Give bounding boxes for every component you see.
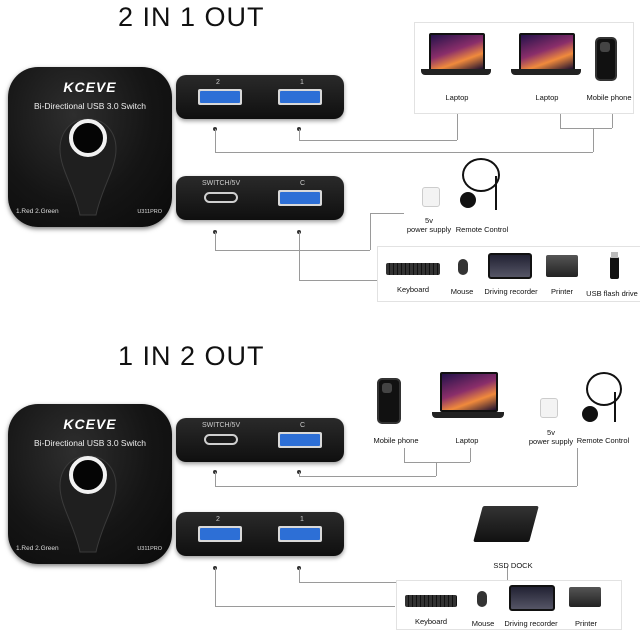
ssd-dock-icon bbox=[473, 506, 539, 542]
usb-c-port[interactable] bbox=[204, 434, 238, 445]
peripheral-label: Keyboard bbox=[414, 617, 448, 626]
usb-a-module: 2 1 bbox=[176, 512, 344, 556]
remote-button-icon[interactable] bbox=[582, 406, 598, 422]
switch-subtitle: Bi-Directional USB 3.0 Switch bbox=[34, 438, 146, 448]
section2-title: 1 IN 2 OUT bbox=[118, 341, 265, 371]
remote-control-label: Remote Control bbox=[455, 225, 509, 234]
mouse-icon bbox=[458, 259, 468, 275]
peripherals-panel: Keyboard Mouse Driving recorder Printer bbox=[396, 580, 622, 630]
usb-c-module: SWITCH/5V C bbox=[176, 176, 344, 220]
usb-port-c[interactable] bbox=[278, 432, 322, 448]
peripherals-panel: Keyboard Mouse Driving recorder Printer … bbox=[377, 246, 640, 302]
device-label: Mobile phone bbox=[373, 436, 419, 445]
power-adapter-icon bbox=[422, 187, 440, 207]
device-label: Laptop bbox=[445, 93, 469, 102]
hosts-panel: Laptop Laptop Mobile phone bbox=[414, 22, 634, 114]
remote-cable-icon bbox=[462, 158, 500, 192]
switch-button[interactable] bbox=[69, 456, 107, 494]
device-label: Mobile phone bbox=[586, 93, 632, 102]
laptop-icon bbox=[519, 33, 575, 71]
peripheral-label: USB flash drive bbox=[586, 289, 638, 298]
keyboard-icon bbox=[386, 263, 440, 275]
mouse-icon bbox=[477, 591, 487, 607]
peripheral-label: Printer bbox=[550, 287, 574, 296]
remote-button-icon[interactable] bbox=[460, 192, 476, 208]
brand-logo: KCEVE bbox=[63, 79, 117, 95]
port-label-2: 2 bbox=[216, 516, 220, 523]
peripheral-label: Printer bbox=[574, 619, 598, 628]
keyboard-icon bbox=[405, 595, 457, 607]
led-legend: 1.Red 2.Green bbox=[16, 545, 59, 552]
driving-recorder-icon bbox=[509, 585, 555, 611]
usb-c-module: SWITCH/5V C bbox=[176, 418, 344, 462]
port-label-2: 2 bbox=[216, 79, 220, 86]
usb-flash-drive-icon bbox=[610, 252, 619, 279]
switch-button[interactable] bbox=[69, 119, 107, 157]
led-legend: 1.Red 2.Green bbox=[16, 208, 59, 215]
port-label-1: 1 bbox=[300, 79, 304, 86]
driving-recorder-icon bbox=[488, 253, 532, 279]
printer-icon bbox=[546, 255, 578, 277]
section1-title: 2 IN 1 OUT bbox=[118, 2, 265, 32]
port-label-c: C bbox=[300, 180, 306, 187]
switch-subtitle: Bi-Directional USB 3.0 Switch bbox=[34, 101, 146, 111]
switch-5v-label: SWITCH/5V bbox=[202, 422, 241, 429]
usb-port-1[interactable] bbox=[278, 89, 322, 105]
remote-control-label: Remote Control bbox=[576, 436, 630, 445]
device-label: Laptop bbox=[455, 436, 479, 445]
usb-port-2[interactable] bbox=[198, 89, 242, 105]
power-adapter-icon bbox=[540, 398, 558, 418]
peripheral-label: Driving recorder bbox=[504, 619, 558, 628]
peripheral-label: Keyboard bbox=[396, 285, 430, 294]
usb-port-2[interactable] bbox=[198, 526, 242, 542]
port-label-1: 1 bbox=[300, 516, 304, 523]
switch-5v-label: SWITCH/5V bbox=[202, 180, 241, 187]
power-supply-label: 5v power supply bbox=[406, 216, 452, 234]
ssd-dock-label: SSD DOCK bbox=[493, 561, 533, 570]
laptop-icon bbox=[440, 372, 498, 412]
model-label: U311PRO bbox=[137, 209, 162, 215]
device-label: Laptop bbox=[535, 93, 559, 102]
usb-c-port[interactable] bbox=[204, 192, 238, 203]
usb-switch-box: KCEVE Bi-Directional USB 3.0 Switch 1.Re… bbox=[8, 67, 172, 227]
printer-icon bbox=[569, 587, 601, 607]
port-label-c: C bbox=[300, 422, 306, 429]
remote-cable-icon bbox=[586, 372, 622, 406]
model-label: U311PRO bbox=[137, 546, 162, 552]
mobile-phone-icon bbox=[377, 378, 401, 424]
power-supply-label: 5v power supply bbox=[528, 428, 574, 446]
peripheral-label: Mouse bbox=[450, 287, 474, 296]
usb-switch-box: KCEVE Bi-Directional USB 3.0 Switch 1.Re… bbox=[8, 404, 172, 564]
peripheral-label: Driving recorder bbox=[484, 287, 538, 296]
brand-logo: KCEVE bbox=[63, 416, 117, 432]
usb-port-1[interactable] bbox=[278, 526, 322, 542]
peripheral-label: Mouse bbox=[471, 619, 495, 628]
mobile-phone-icon bbox=[595, 37, 617, 81]
usb-a-module: 2 1 bbox=[176, 75, 344, 119]
laptop-icon bbox=[429, 33, 485, 71]
usb-port-c[interactable] bbox=[278, 190, 322, 206]
